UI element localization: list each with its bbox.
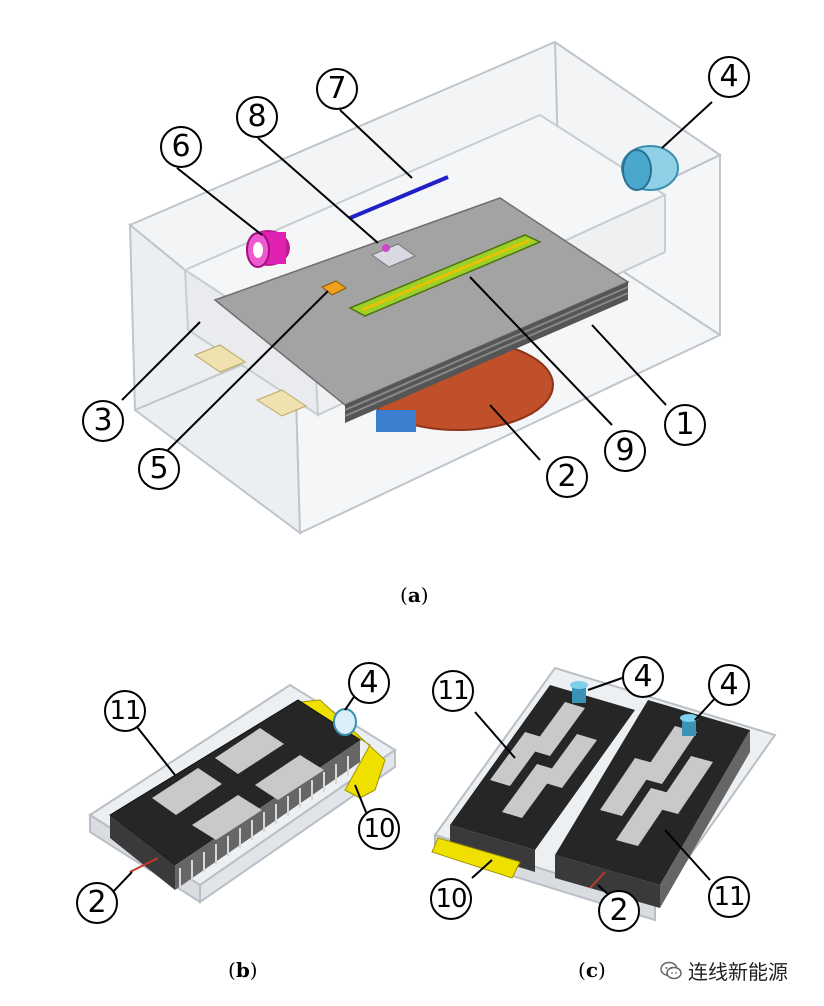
yellow-pad-b — [298, 699, 386, 799]
callout-4-b: 4 — [348, 662, 390, 704]
callout-8: 8 — [236, 96, 278, 138]
caption-a: (a) — [400, 583, 429, 607]
callout-7: 7 — [316, 68, 358, 110]
module-c-right — [555, 700, 750, 908]
battery-stack — [213, 197, 630, 423]
callout-4-c-right: 4 — [708, 664, 750, 706]
caption-c: (c) — [578, 958, 606, 982]
callout-10-b: 10 — [358, 808, 400, 850]
blue-bar — [349, 175, 449, 220]
sensor-module — [370, 243, 417, 268]
panel-b-diagram — [88, 683, 397, 904]
pink-fan — [246, 230, 290, 268]
callout-10-c: 10 — [430, 878, 472, 920]
callout-11-b: 11 — [104, 690, 146, 732]
panel-c-diagram — [431, 666, 777, 922]
watermark-text: 连线新能源 — [688, 960, 788, 984]
panel-a-diagram — [121, 40, 722, 536]
wechat-icon — [660, 961, 682, 979]
fin-patches-b — [152, 728, 324, 840]
terminal-tabs — [193, 344, 308, 417]
callout-5: 5 — [138, 448, 180, 490]
callout-11-c-left: 11 — [432, 670, 474, 712]
pcb-strip — [348, 234, 542, 317]
callout-11-c-right: 11 — [708, 876, 750, 918]
callout-3: 3 — [82, 400, 124, 442]
wire-c — [589, 871, 606, 889]
leader-lines — [121, 101, 713, 461]
caption-b: (b) — [228, 958, 258, 982]
watermark: 连线新能源 — [660, 956, 788, 985]
cyan-port — [621, 145, 679, 191]
yellow-pad-c — [431, 837, 521, 879]
callout-6: 6 — [160, 126, 202, 168]
callout-9: 9 — [604, 430, 646, 472]
blue-block — [376, 410, 416, 432]
module-b — [109, 699, 361, 890]
callout-2-c: 2 — [598, 890, 640, 932]
wire-b — [129, 857, 159, 873]
callout-1: 1 — [664, 404, 706, 446]
callout-2: 2 — [546, 456, 588, 498]
ports-c — [570, 681, 698, 736]
cell-fins-b — [179, 756, 349, 888]
callout-2-b: 2 — [76, 882, 118, 924]
port-b — [333, 708, 357, 736]
callout-4: 4 — [708, 56, 750, 98]
callout-4-c-left: 4 — [622, 656, 664, 698]
